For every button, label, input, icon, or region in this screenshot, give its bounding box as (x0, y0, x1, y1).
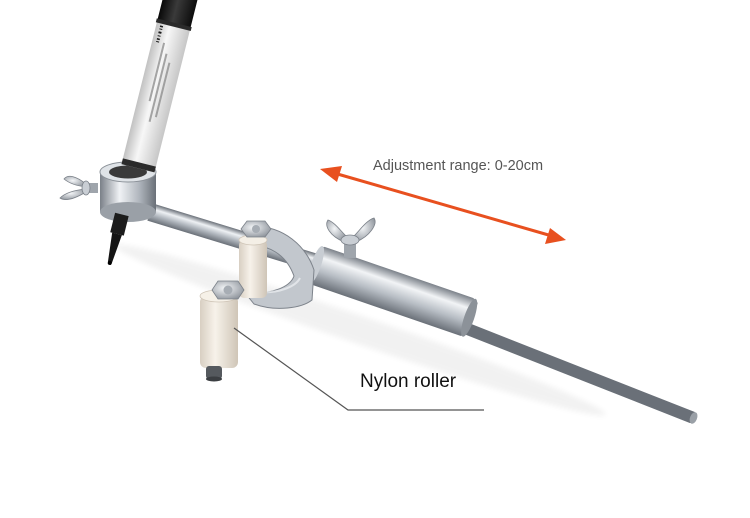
pen-holder-collar (99, 161, 157, 222)
marker-tip (107, 212, 129, 265)
nylon-roller-label: Nylon roller (360, 371, 457, 392)
roller-leader-line (233, 327, 484, 411)
barcode-icon (156, 25, 164, 43)
front-nylon-roller (199, 289, 239, 382)
front-roller-nut-icon (211, 280, 245, 300)
adjustment-range-label: Adjustment range: 0-20cm (373, 158, 544, 174)
sleeve-wing-nut-icon (326, 217, 376, 258)
rear-roller-nut-icon (240, 220, 272, 238)
adjustment-range-arrow-icon (320, 166, 566, 244)
extension-rod (458, 321, 698, 424)
rear-nylon-roller (238, 234, 268, 298)
collar-wing-nut-icon (59, 175, 98, 200)
marker-pen (121, 0, 205, 173)
